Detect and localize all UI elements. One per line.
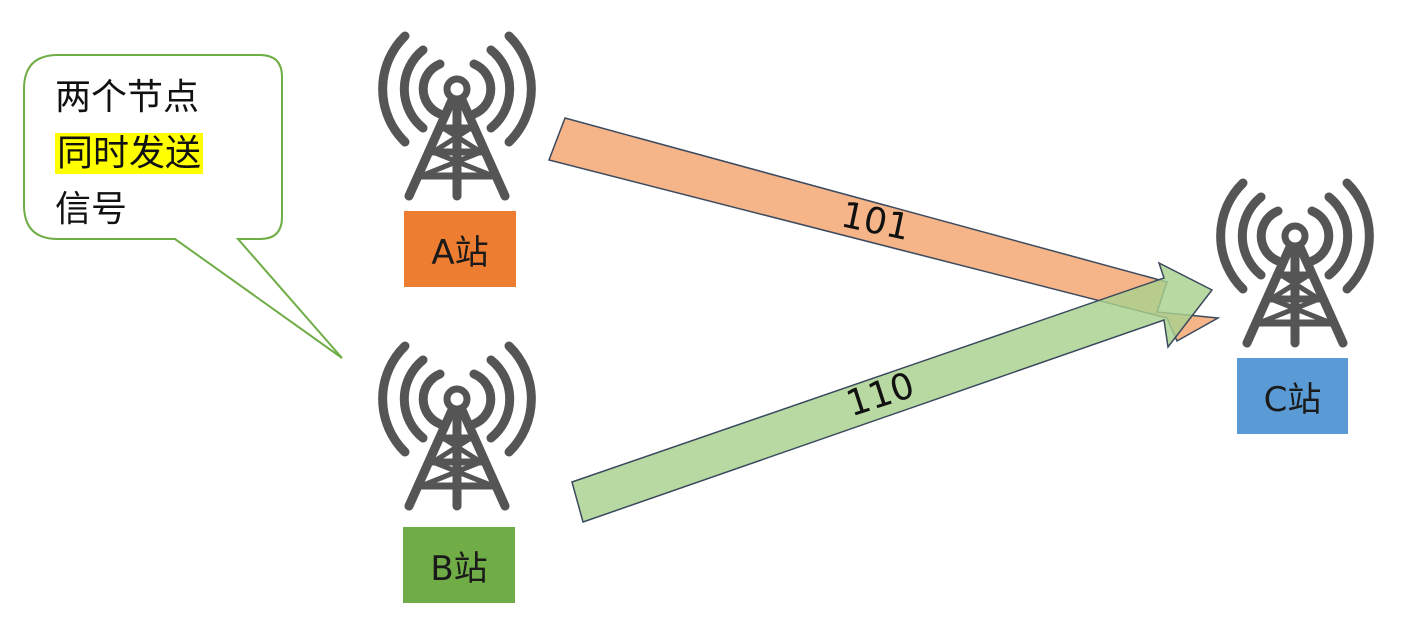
tower-b-icon [383,346,532,506]
callout-line-3: 信号 [55,189,128,230]
callout-text: 两个节点 同时发送 信号 [55,70,204,238]
callout-line-1: 两个节点 [55,77,200,118]
station-c-label: C站 [1237,358,1348,434]
signal-a-bits: 101 [838,195,914,249]
tower-a-icon [383,36,532,196]
signal-arrow-b [571,261,1214,523]
callout-line-2-highlight: 同时发送 [55,133,204,174]
speech-bubble [23,54,343,359]
signal-b-bits: 110 [841,365,919,425]
station-a-label: A站 [404,211,516,287]
tower-c-icon [1221,183,1370,343]
station-b-label: B站 [403,527,515,603]
